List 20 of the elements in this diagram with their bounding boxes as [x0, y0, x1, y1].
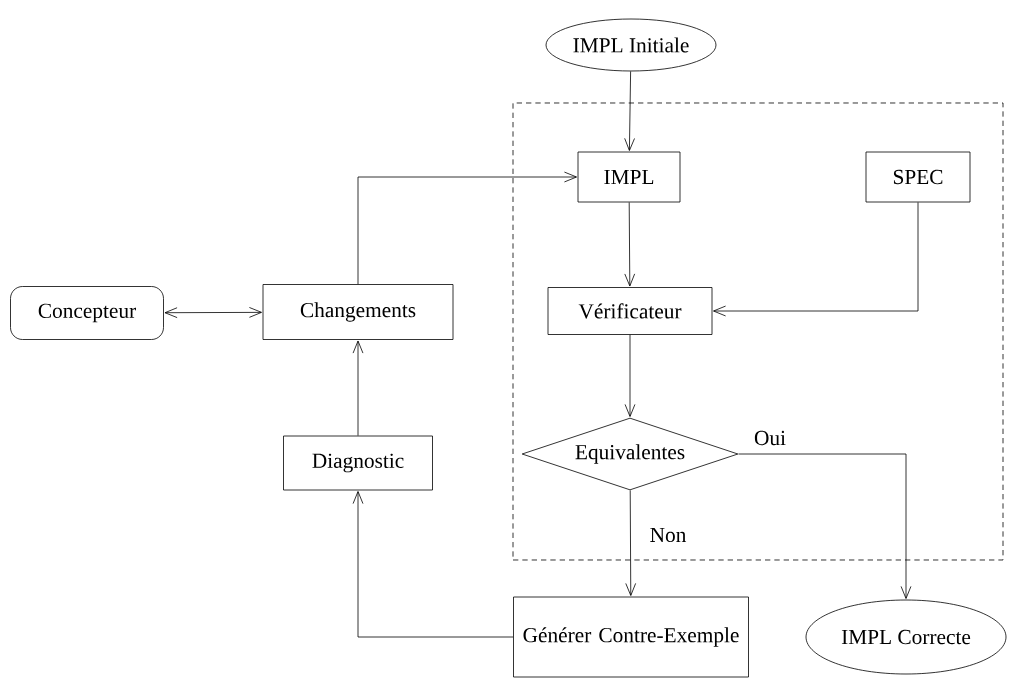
arrow — [738, 453, 912, 599]
arrow — [164, 307, 262, 318]
arrow — [352, 491, 514, 638]
edge-label: Oui — [752, 429, 788, 447]
process-box: Changements — [262, 284, 454, 340]
edge-label: Non — [648, 526, 688, 544]
arrow — [624, 71, 635, 151]
process-box: Générer Contre-Exemple — [513, 596, 749, 678]
dashed-frame — [512, 102, 1004, 561]
arrow — [352, 340, 364, 436]
process-box: Diagnostic — [283, 435, 433, 491]
arrow — [624, 202, 636, 287]
process-box: SPEC — [865, 151, 971, 203]
arrow — [624, 334, 636, 417]
process-box: IMPL — [577, 151, 681, 203]
arrow — [357, 171, 577, 285]
arrow — [625, 489, 637, 596]
arrow — [713, 202, 919, 317]
process-box: Vérificateur — [547, 287, 713, 335]
actor-box: Concepteur — [10, 286, 164, 340]
